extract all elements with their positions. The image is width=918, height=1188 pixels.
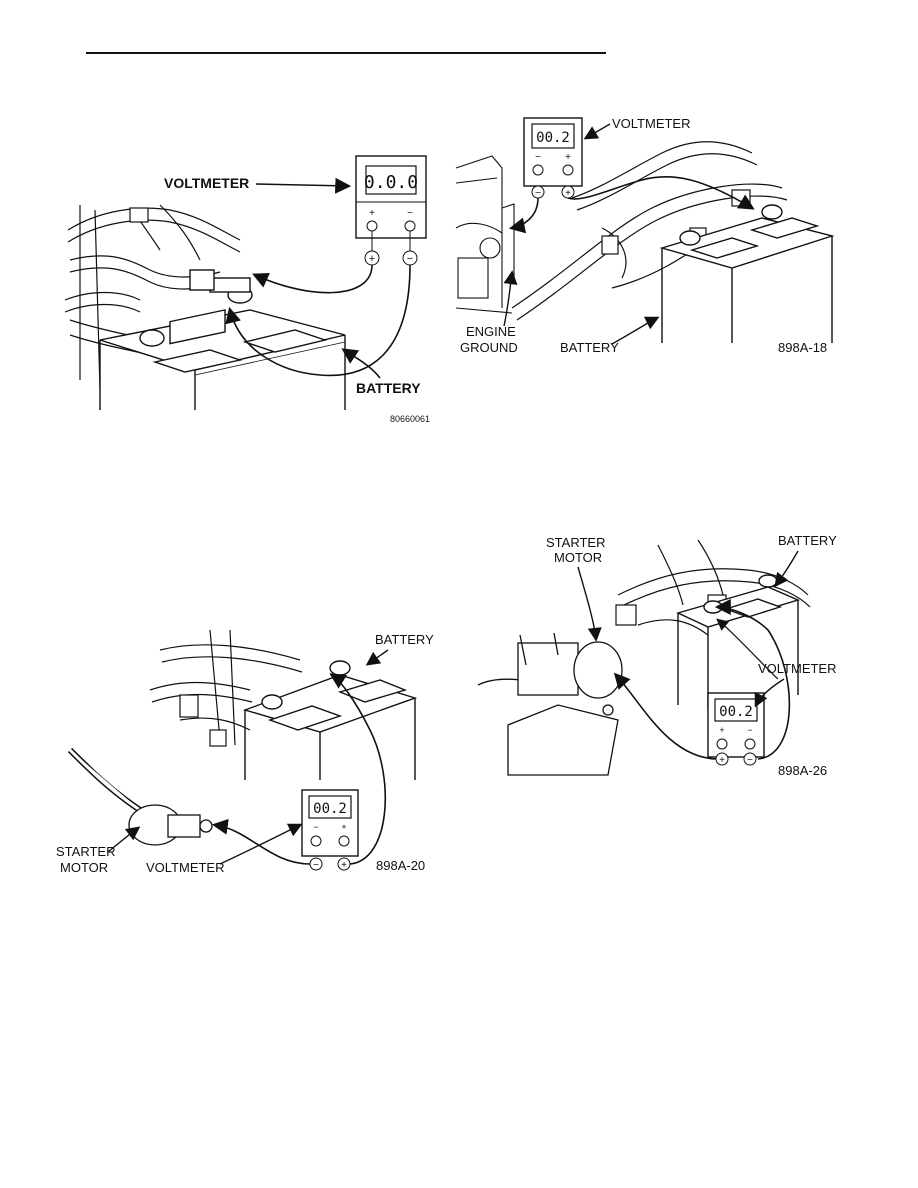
svg-text:−: − (313, 860, 319, 871)
terminal-label-right: − (407, 208, 413, 219)
battery (242, 660, 418, 780)
voltmeter-display: 00.2 (536, 130, 570, 146)
label-battery: BATTERY (560, 340, 619, 355)
figure-voltmeter-starter-motor-2: 00.2 + − + − STARTER MOTOR BATTERY VOLTM… (468, 525, 868, 785)
label-battery: BATTERY (356, 380, 421, 396)
svg-text:−: − (407, 253, 413, 265)
test-leads (613, 599, 791, 760)
svg-text:−: − (747, 755, 753, 766)
terminal-label-right: − (747, 725, 752, 735)
figure-code: 898A-26 (778, 763, 827, 778)
terminal-label-left: − (313, 822, 318, 832)
starter-motor (67, 747, 213, 846)
figure-code: 898A-20 (376, 858, 425, 873)
terminal-label-left: + (719, 725, 724, 735)
wiring-harness (149, 629, 303, 747)
svg-text:−: − (535, 188, 541, 199)
voltmeter: 00.2 − + − + (301, 789, 359, 871)
label-battery: BATTERY (375, 632, 434, 647)
svg-text:+: + (719, 755, 725, 766)
figure-voltmeter-starter-motor-1: 00.2 − + − + BATTERY STARTER MOTOR VOLTM… (50, 620, 440, 880)
figure-voltmeter-battery-1: 0.0.0 + − + − VOLTMETER BATTERY 80660061 (60, 150, 450, 430)
voltmeter: 0.0.0 + − + − (355, 155, 427, 266)
label-voltmeter: VOLTMETER (146, 860, 225, 875)
svg-text:+: + (341, 860, 347, 871)
figure-code: 80660061 (390, 414, 430, 424)
figure-voltmeter-engine-ground: 00.2 − + − + VOLTMETER ENGINE GROUND BAT… (452, 108, 842, 363)
label-voltmeter: VOLTMETER (612, 116, 691, 131)
voltmeter-display: 00.2 (719, 704, 753, 720)
label-starter-line2: MOTOR (60, 860, 108, 875)
svg-text:+: + (565, 188, 571, 199)
battery (99, 269, 346, 410)
label-engine-ground-line1: ENGINE (466, 324, 516, 339)
label-voltmeter: VOLTMETER (758, 661, 837, 676)
terminal-label-left: + (369, 208, 375, 219)
test-leads (508, 175, 755, 234)
header-rule (86, 52, 606, 54)
voltmeter-display: 0.0.0 (364, 172, 418, 193)
terminal-label-right: + (341, 822, 346, 832)
label-voltmeter: VOLTMETER (164, 175, 249, 191)
figure-code: 898A-18 (778, 340, 827, 355)
terminal-label-right: + (565, 152, 571, 163)
svg-text:+: + (369, 253, 375, 265)
engine-block (455, 155, 515, 314)
label-starter-line1: STARTER (546, 535, 605, 550)
label-battery: BATTERY (778, 533, 837, 548)
voltmeter: 00.2 + − + − (707, 692, 765, 766)
test-leads (225, 264, 411, 377)
label-starter-line1: STARTER (56, 844, 115, 859)
minus-terminal-icon (743, 752, 757, 766)
label-starter-line2: MOTOR (554, 550, 602, 565)
voltmeter: 00.2 − + − + (523, 117, 583, 199)
battery (659, 204, 835, 343)
voltmeter-display: 00.2 (313, 801, 347, 817)
terminal-label-left: − (535, 152, 541, 163)
test-leads (211, 673, 387, 865)
starter-motor (477, 632, 623, 776)
label-engine-ground-line2: GROUND (460, 340, 518, 355)
battery (676, 574, 801, 710)
